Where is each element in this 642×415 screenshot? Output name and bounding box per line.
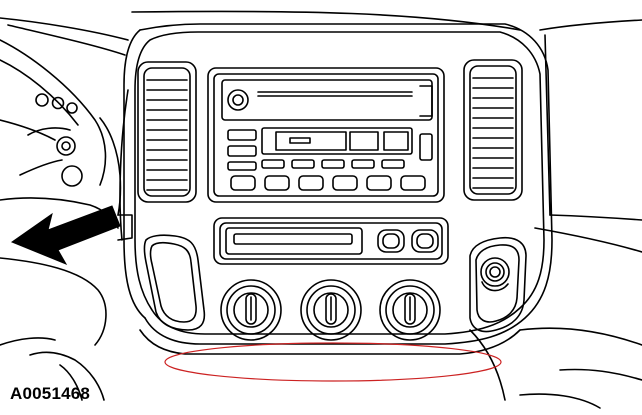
climate-knob-right-icon xyxy=(379,279,441,341)
radio-button-icon xyxy=(227,129,257,141)
volume-knob-icon xyxy=(227,89,249,111)
gauge-icon xyxy=(51,96,65,110)
switch-icon xyxy=(411,229,439,253)
gauge-icon xyxy=(35,93,49,107)
center-stack-bezel-icon xyxy=(117,10,553,345)
left-pocket-icon xyxy=(143,234,206,331)
highlight-ellipse-icon xyxy=(164,342,502,382)
preset-button-icon xyxy=(264,175,290,191)
instrument-cluster xyxy=(0,17,129,401)
preset-button-icon xyxy=(230,175,256,191)
gauge-icon xyxy=(56,136,76,156)
storage-panel-icon xyxy=(213,217,449,265)
power-point-icon xyxy=(480,257,510,287)
switch-icon xyxy=(377,229,405,253)
figure-reference-code: A0051468 xyxy=(10,384,91,403)
right-air-vent-icon xyxy=(463,59,523,201)
radio-button-icon xyxy=(227,145,257,157)
right-pocket-icon xyxy=(469,236,527,333)
preset-button-icon xyxy=(366,175,392,191)
preset-button-icon xyxy=(332,175,358,191)
dash-right-side xyxy=(469,19,642,409)
gauge-icon xyxy=(66,102,78,114)
radio-button-icon xyxy=(419,133,433,161)
location-arrow-icon xyxy=(10,205,121,266)
left-air-vent-icon xyxy=(137,61,197,203)
preset-button-icon xyxy=(400,175,426,191)
gauge-icon xyxy=(61,165,83,187)
radio-cassette-unit-icon xyxy=(207,67,445,203)
climate-knob-center-icon xyxy=(300,279,362,341)
preset-button-icon xyxy=(298,175,324,191)
climate-knob-left-icon xyxy=(220,279,282,341)
